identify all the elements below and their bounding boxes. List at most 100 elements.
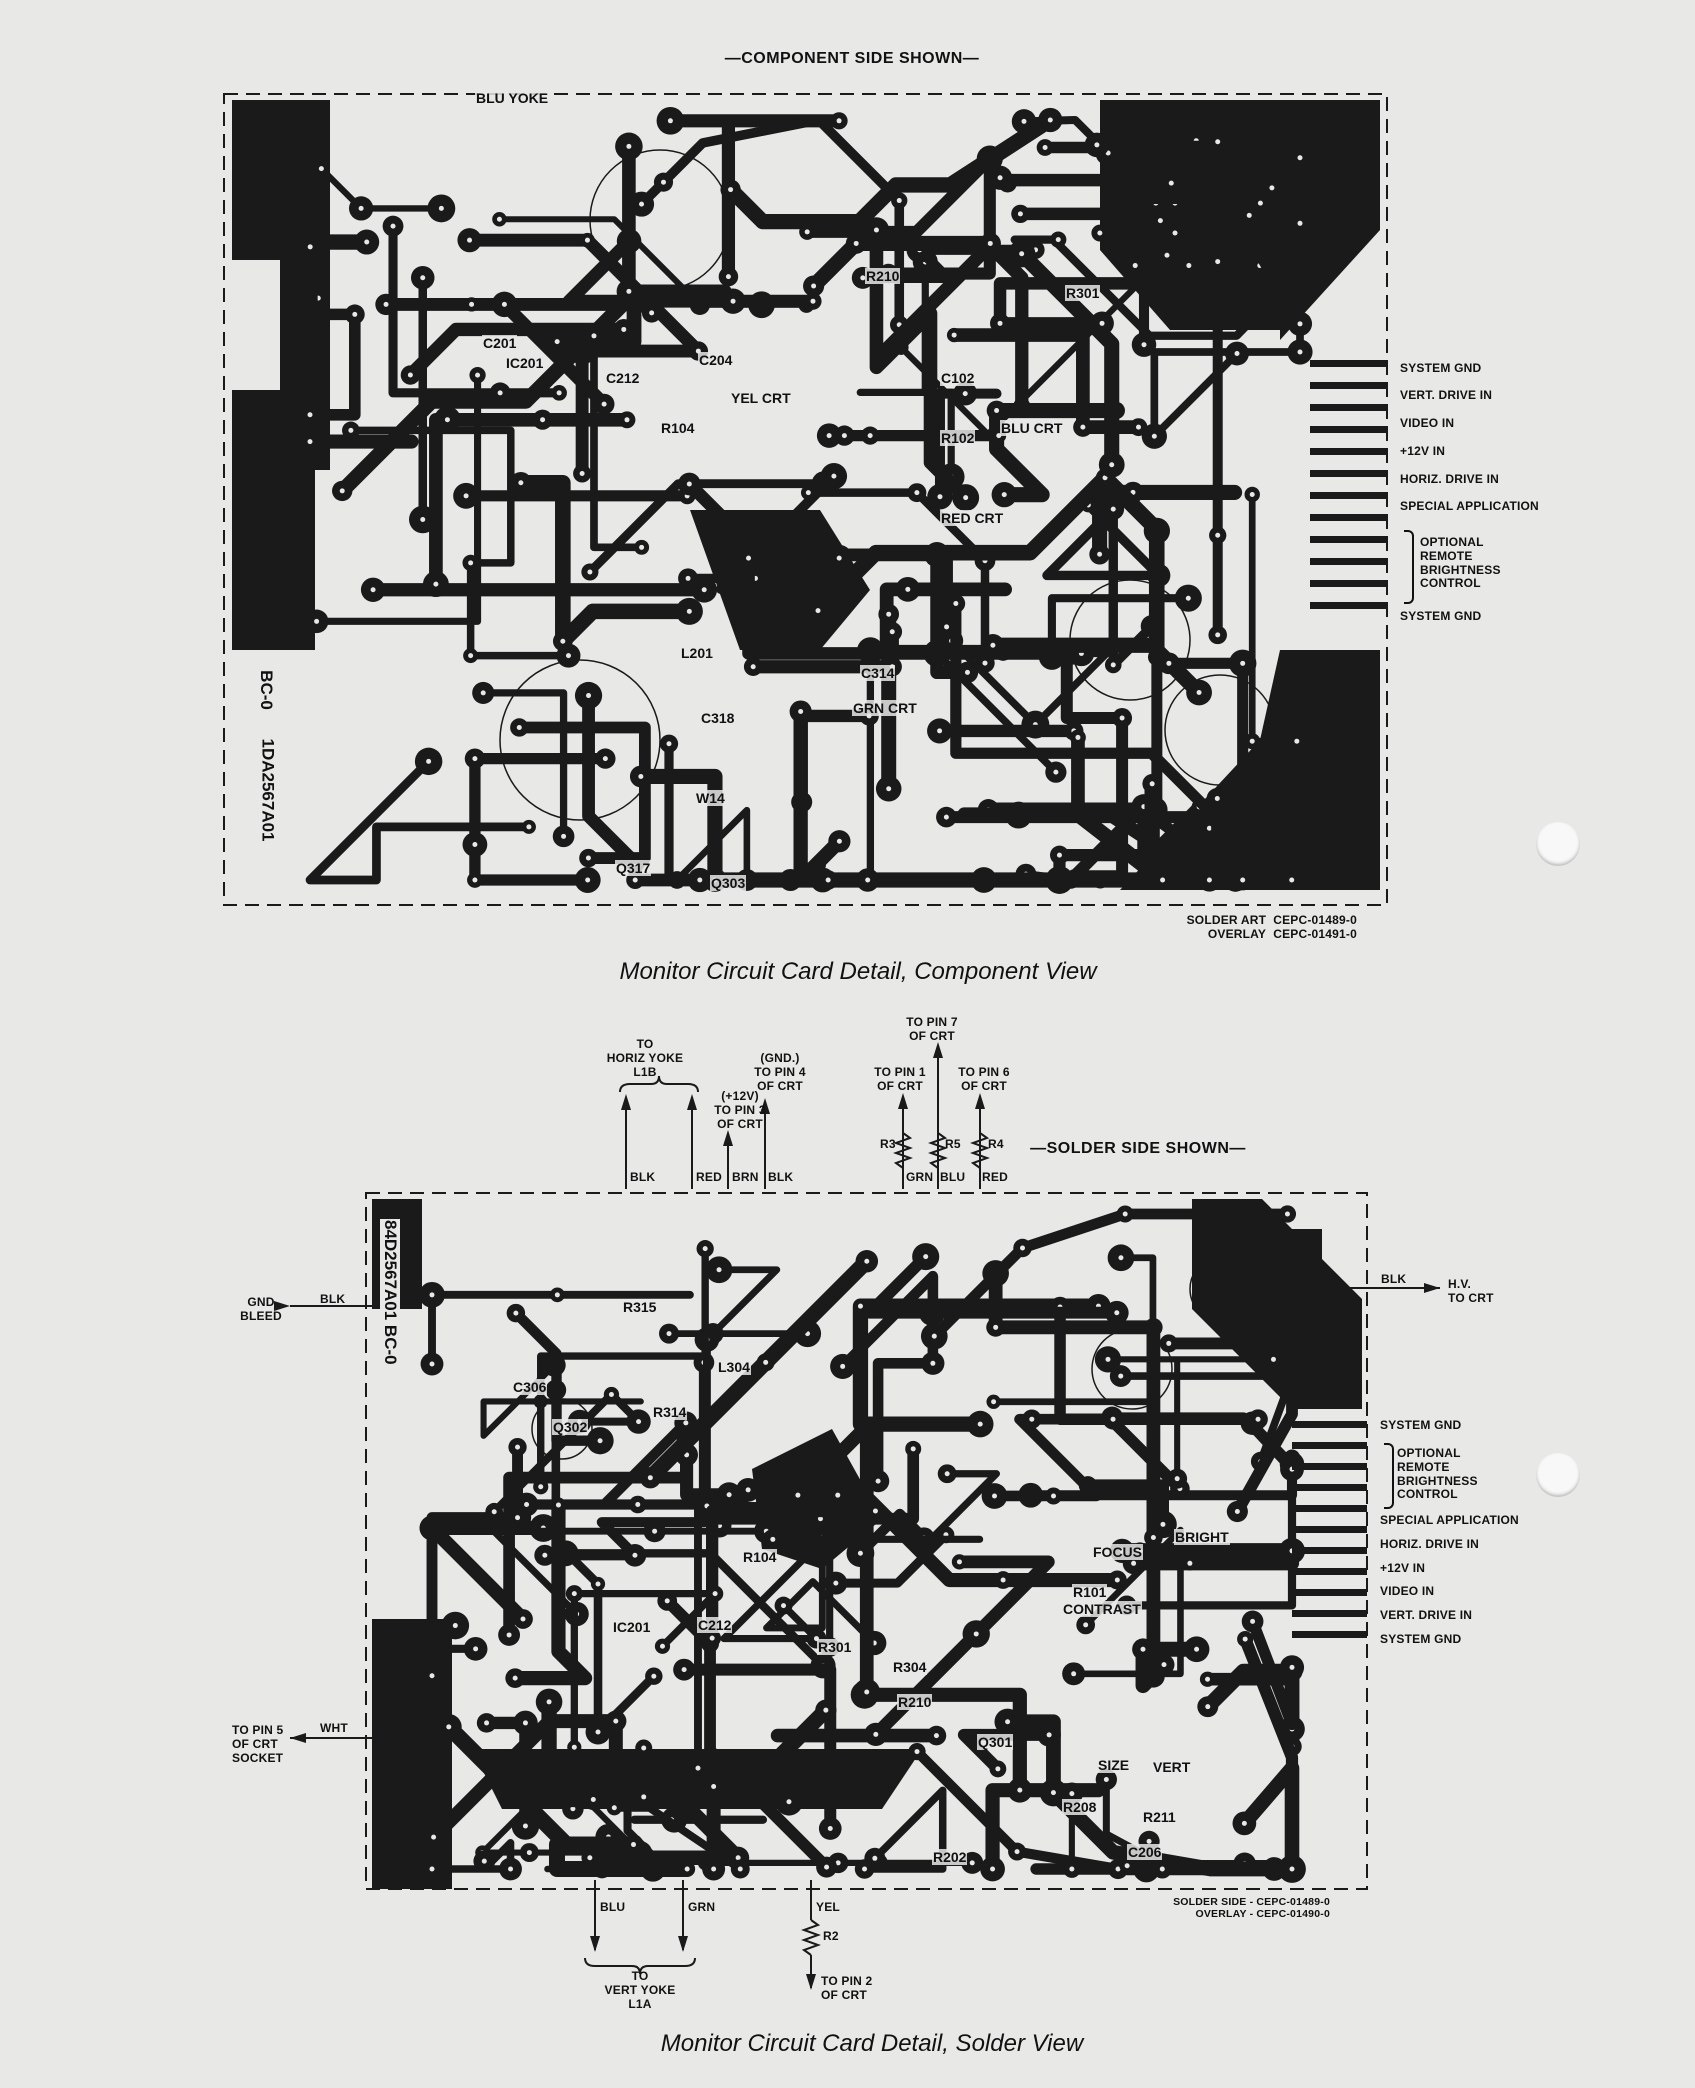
drill-hole bbox=[506, 1632, 512, 1638]
label-line: TO PIN 6 bbox=[958, 1065, 1010, 1079]
drill-hole bbox=[469, 301, 475, 307]
connector-label-video-in: VIDEO IN bbox=[1400, 416, 1455, 430]
trace bbox=[720, 1529, 834, 1651]
drill-hole bbox=[943, 814, 949, 820]
drill-hole bbox=[931, 1333, 937, 1339]
hv-wire-color: BLK bbox=[1381, 1272, 1407, 1286]
drill-hole bbox=[621, 326, 627, 332]
edge-connector-finger bbox=[1310, 382, 1388, 389]
drill-hole bbox=[639, 201, 645, 207]
trace bbox=[1104, 1356, 1277, 1482]
drill-hole bbox=[1075, 734, 1081, 740]
drill-hole bbox=[420, 517, 426, 523]
drill-hole bbox=[994, 408, 1000, 414]
component-label: R104 bbox=[742, 1549, 778, 1565]
drill-hole bbox=[571, 1744, 577, 1750]
trace bbox=[793, 704, 847, 888]
drill-hole bbox=[990, 1866, 996, 1872]
component-outline bbox=[531, 1398, 593, 1460]
drill-hole bbox=[1240, 660, 1246, 666]
drill-hole bbox=[835, 1860, 841, 1866]
component-label: Q302 bbox=[552, 1419, 589, 1435]
pin2-label: TO PIN 2 OF CRT bbox=[821, 1974, 872, 2003]
drill-hole bbox=[472, 877, 478, 883]
drill-hole bbox=[626, 143, 632, 149]
drill-hole bbox=[1241, 1820, 1247, 1826]
trace bbox=[1047, 594, 1193, 661]
drill-hole bbox=[626, 288, 632, 294]
trace bbox=[513, 721, 651, 864]
drill-hole bbox=[823, 1707, 829, 1713]
component-label: IC201 bbox=[612, 1619, 652, 1635]
drill-hole bbox=[560, 638, 566, 644]
drill-hole bbox=[701, 587, 707, 593]
label-line: OF CRT bbox=[961, 1078, 1007, 1093]
drill-hole bbox=[684, 1866, 690, 1872]
drill-hole bbox=[632, 877, 638, 883]
drill-hole bbox=[546, 1699, 552, 1705]
drill-hole bbox=[1149, 781, 1155, 787]
drill-hole bbox=[370, 587, 376, 593]
drill-hole bbox=[963, 495, 969, 501]
punch-hole bbox=[1536, 822, 1580, 866]
label-line: (+12V) bbox=[721, 1089, 759, 1103]
edge-connector-finger bbox=[1292, 1631, 1367, 1638]
component-label: R104 bbox=[660, 420, 696, 436]
component-label: C212 bbox=[605, 370, 641, 386]
trace bbox=[869, 1555, 1055, 1741]
drill-hole bbox=[1071, 1671, 1077, 1677]
optional-brightness-label: OPTIONAL REMOTE BRIGHTNESS CONTROL bbox=[1397, 1446, 1478, 1502]
drill-hole bbox=[1297, 321, 1303, 327]
trace bbox=[1092, 484, 1243, 562]
drill-hole bbox=[468, 560, 474, 566]
drill-hole bbox=[520, 1616, 526, 1622]
drill-hole bbox=[872, 1508, 878, 1514]
drill-hole bbox=[865, 877, 871, 883]
drill-hole bbox=[930, 1360, 936, 1366]
drill-hole bbox=[763, 1359, 769, 1365]
component-label: R301 bbox=[1065, 285, 1101, 301]
label-line: H.V. bbox=[1448, 1277, 1472, 1291]
drill-hole bbox=[473, 1646, 479, 1652]
drill-hole bbox=[914, 490, 920, 496]
drill-hole bbox=[1019, 251, 1025, 257]
drill-hole bbox=[1255, 1416, 1261, 1422]
edge-connector-finger bbox=[1310, 514, 1388, 521]
drill-hole bbox=[811, 283, 817, 289]
drill-hole bbox=[1270, 1356, 1276, 1362]
edge-connector-finger bbox=[1292, 1547, 1367, 1554]
trace bbox=[810, 469, 1165, 665]
trace bbox=[379, 297, 637, 411]
drill-hole bbox=[1234, 1508, 1240, 1514]
trace bbox=[313, 371, 482, 625]
trace bbox=[1116, 1372, 1296, 1466]
drill-hole bbox=[1109, 462, 1115, 468]
label-line: OF CRT bbox=[717, 1116, 763, 1131]
drill-hole bbox=[1114, 1310, 1120, 1316]
trace bbox=[1120, 1859, 1269, 1876]
component-label: C212 bbox=[697, 1617, 733, 1633]
drill-hole bbox=[526, 824, 532, 830]
trace bbox=[996, 173, 1165, 225]
wire-arrow-icon bbox=[723, 1130, 733, 1146]
trace bbox=[678, 1663, 837, 1835]
drill-hole bbox=[836, 555, 842, 561]
drill-hole bbox=[1157, 218, 1163, 224]
drill-hole bbox=[987, 240, 993, 246]
drill-hole bbox=[1164, 252, 1170, 258]
drill-hole bbox=[711, 1866, 717, 1872]
drill-hole bbox=[896, 198, 902, 204]
drill-hole bbox=[853, 240, 859, 246]
component-label: R304 bbox=[892, 1659, 928, 1675]
drill-hole bbox=[429, 1292, 435, 1298]
resistor-r5 bbox=[928, 1132, 948, 1169]
drill-hole bbox=[307, 439, 313, 445]
drill-hole bbox=[1146, 1838, 1152, 1844]
drill-hole bbox=[497, 390, 503, 396]
drill-hole bbox=[431, 1834, 437, 1840]
drill-hole bbox=[1294, 738, 1300, 744]
drill-hole bbox=[833, 1580, 839, 1586]
drill-hole bbox=[1186, 263, 1192, 269]
drill-hole bbox=[905, 586, 911, 592]
drill-hole bbox=[352, 311, 358, 317]
